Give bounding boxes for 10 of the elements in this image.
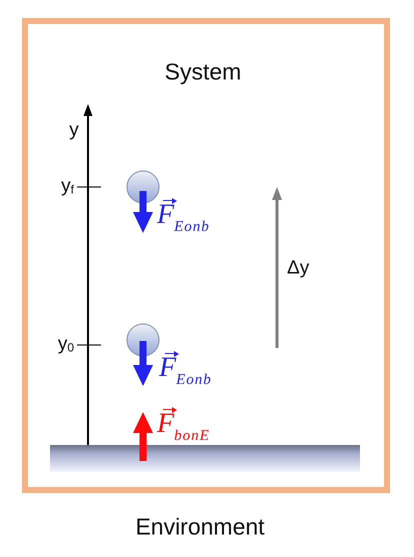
- tick-label: y$_{0}$: [58, 334, 74, 354]
- tick-label: y$_{f}$: [61, 176, 74, 196]
- system-label: System: [164, 58, 242, 86]
- force-label: F$_{Eonb}$: [157, 196, 212, 235]
- force-label: F$_{Eonb}$: [159, 349, 214, 388]
- axis-label: y: [69, 120, 79, 140]
- displacement-label: Δy: [287, 258, 310, 278]
- system-boundary: [22, 18, 390, 493]
- environment-label: Environment: [135, 516, 265, 538]
- force-label: F$_{bonE}$: [157, 405, 212, 444]
